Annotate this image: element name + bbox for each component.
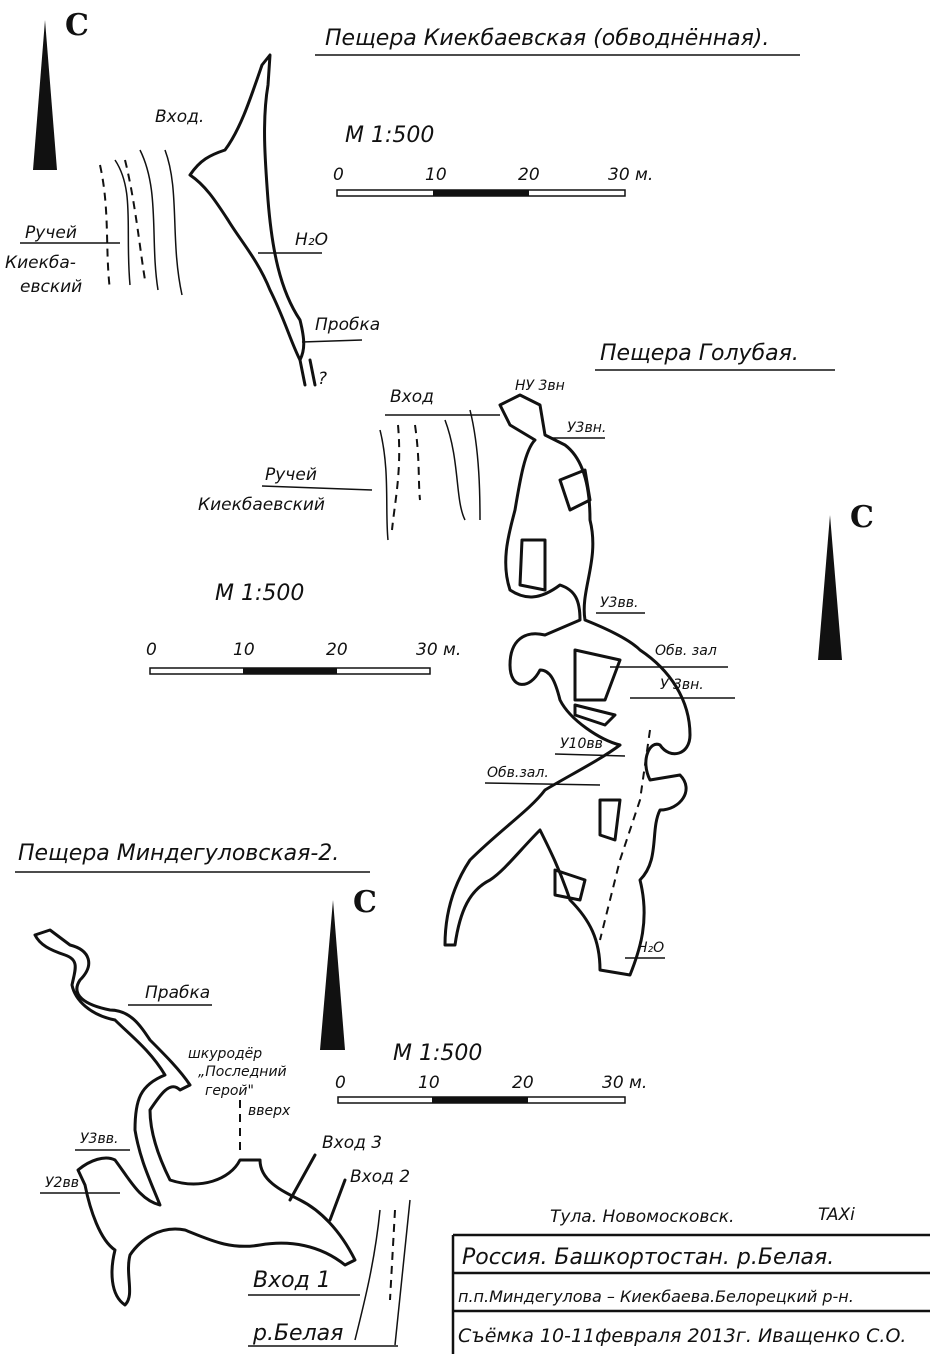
cave3-up-label: вверх (248, 1103, 291, 1119)
cave3-squeeze-label: герой" (205, 1083, 254, 1099)
cave1-outline (188, 53, 306, 362)
cave2-mark-label: У3вн. (567, 420, 606, 436)
cave1-stream (99, 159, 146, 291)
scale-tick: 20 (326, 640, 348, 660)
cave1-title: Пещера Киекбаевская (обводнённая). (325, 26, 769, 51)
cave2-stream-label: Ручей (265, 465, 317, 485)
info-row-survey: Съёмка 10-11февраля 2013г. Иващенко С.О. (458, 1325, 906, 1347)
cave3-plug-label: Прабка (145, 983, 210, 1003)
team-name: TAXi (818, 1205, 855, 1225)
cave3-entrance-label: Вход 3 (322, 1133, 382, 1153)
scale-tick: 30 м. (602, 1073, 647, 1093)
cave3-river-label: р.Белая (252, 1321, 343, 1346)
scale-tick: 0 (146, 640, 157, 660)
cave3-squeeze-label: шкуродёр (188, 1046, 262, 1062)
north-arrow-3: С (320, 885, 377, 1050)
cave2-outline (443, 393, 692, 977)
info-row-location: Россия. Башкортостан. р.Белая. (462, 1245, 834, 1270)
cave2-mark-label: У 3вн. (660, 677, 704, 693)
cave2-section: Пещера Голубая. Вход НУ 3вн У3вн. Ручей … (146, 341, 835, 977)
cave1-stream-label: Ручей (25, 223, 77, 243)
cave3-mark-label: У2вв (45, 1175, 79, 1191)
cave2-pillars (518, 468, 622, 902)
cave3-squeeze-label: „Последний (198, 1064, 287, 1080)
cave3-entrance-label: Вход 2 (350, 1167, 410, 1187)
cave2-stream-banks (379, 409, 481, 541)
north-label: С (65, 8, 89, 43)
scale-tick: 30 м. (608, 165, 653, 185)
north-arrow-icon (33, 20, 57, 170)
cave1-section: Пещера Киекбаевская (обводнённая). Вход.… (5, 26, 800, 389)
cave2-mark-label: У10вв (560, 736, 603, 752)
cave1-stream-banks (114, 149, 183, 296)
scale-bar-2: М 1:500 0 10 20 30 м. (146, 581, 461, 675)
cave1-stream-label: евский (20, 277, 82, 297)
cave2-stream-label: Киекбаевский (198, 495, 325, 515)
scale-tick: 0 (335, 1073, 346, 1093)
authors-city: Тула. Новомосковск. (550, 1207, 734, 1227)
cave3-entrance-passages (288, 1153, 347, 1222)
cave2-stream (391, 424, 421, 531)
north-arrow-icon (818, 515, 842, 660)
scale-label: М 1:500 (345, 123, 434, 148)
cave1-entrance-label: Вход. (155, 107, 204, 127)
cave2-stream (599, 729, 651, 941)
north-label: С (353, 885, 377, 920)
cave3-section: Пещера Миндегуловская-2. Прабка шкуродёр… (15, 841, 647, 1347)
north-arrow-2: С (818, 500, 874, 660)
scale-bar-1: М 1:500 0 10 20 30 м. (333, 123, 653, 197)
info-row-villages: п.п.Миндегулова – Киекбаева.Белорецкий р… (458, 1287, 854, 1306)
scale-tick: 0 (333, 165, 344, 185)
cave3-entrance-label: Вход 1 (253, 1268, 331, 1293)
scale-bar-3: М 1:500 0 10 20 30 м. (335, 1041, 647, 1104)
cave2-mark-label: У3вв. (600, 595, 638, 611)
cave3-river-banks (354, 1199, 411, 1346)
cave1-plug-label: Пробка (315, 315, 380, 335)
cave2-entrance-label: Вход (390, 387, 434, 407)
cave2-mark-label: Обв.зал. (487, 765, 549, 781)
cave3-river (389, 1209, 396, 1301)
north-arrow-icon (320, 900, 345, 1050)
north-arrow-1: С (33, 8, 89, 170)
cave3-title: Пещера Миндегуловская-2. (18, 841, 339, 866)
cave2-mark-label: НУ 3вн (515, 378, 565, 394)
scale-tick: 30 м. (416, 640, 461, 660)
cave3-mark-label: У3вв. (80, 1131, 118, 1147)
scale-tick: 20 (512, 1073, 534, 1093)
cave1-continuation (298, 358, 317, 387)
scale-label: М 1:500 (215, 581, 304, 606)
north-label: С (850, 500, 874, 535)
cave1-unknown-label: ? (318, 369, 327, 389)
cave1-water-label: H₂O (295, 230, 328, 250)
cave1-stream-label: Киекба- (5, 253, 76, 273)
scale-tick: 10 (425, 165, 447, 185)
cave2-mark-label: H₂O (637, 940, 664, 956)
scale-label: М 1:500 (393, 1041, 482, 1066)
scale-tick: 10 (418, 1073, 440, 1093)
cave2-mark-label: Обв. зал (655, 643, 717, 659)
cave2-title: Пещера Голубая. (600, 341, 799, 366)
scale-tick: 20 (518, 165, 540, 185)
cave3-outline (33, 928, 357, 1307)
scale-tick: 10 (233, 640, 255, 660)
info-block: Тула. Новомосковск. TAXi Россия. Башкорт… (451, 1205, 930, 1354)
